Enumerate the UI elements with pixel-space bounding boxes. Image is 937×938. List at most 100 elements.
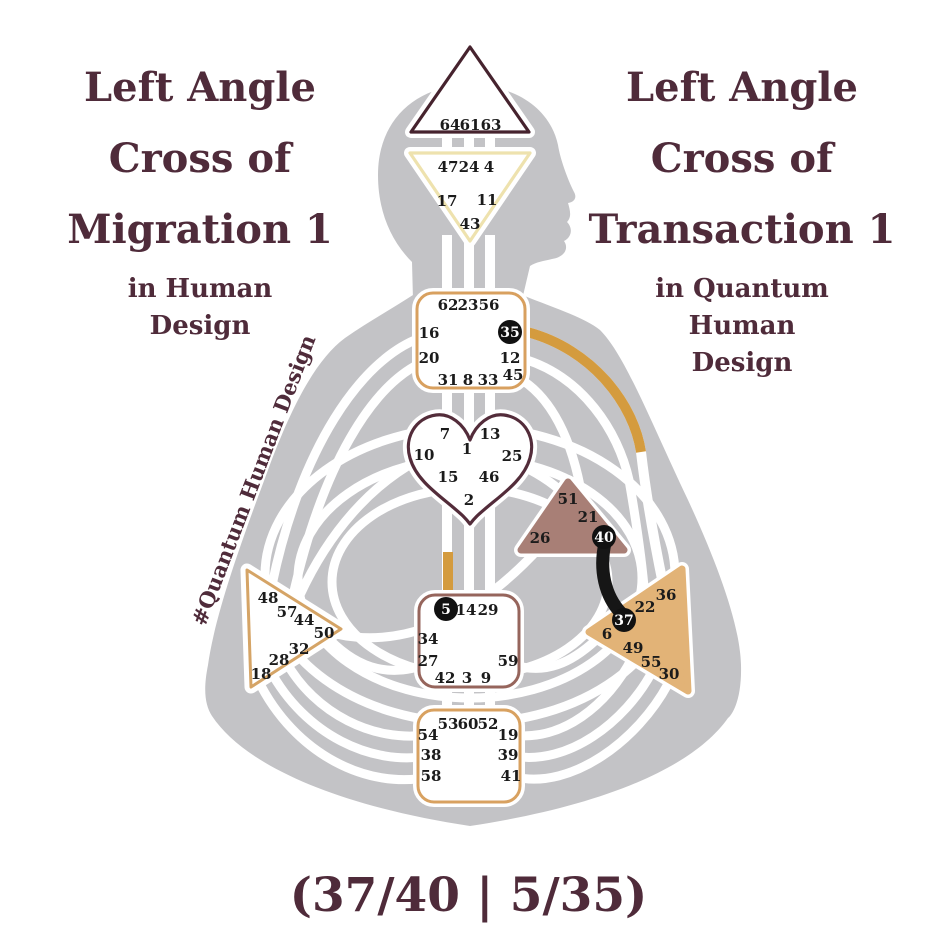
spleen-center [240, 563, 348, 694]
gate-14: 14 [456, 601, 477, 619]
activated-gate-37: 37 [612, 608, 636, 632]
g-center-shape [406, 413, 534, 526]
right-subtitle-line-2: Human [688, 311, 796, 341]
gate-20: 20 [419, 349, 440, 367]
gate-48: 48 [258, 589, 279, 607]
gate-34: 34 [418, 630, 439, 648]
gate-64: 64 [440, 116, 461, 134]
spleen-center-shape [245, 568, 343, 689]
gate-16: 16 [419, 324, 440, 342]
gate-53: 53 [438, 715, 459, 733]
gate-17: 17 [437, 192, 458, 210]
channel-10-57 [295, 456, 421, 597]
right-title-line-3: Transaction 1 [588, 206, 896, 253]
solar-plexus-center-shape [585, 565, 692, 695]
gate-22: 22 [635, 598, 656, 616]
gate-43: 43 [460, 215, 481, 233]
left-subtitle-line-1: in Human [127, 274, 273, 304]
channel-39-55 [512, 669, 656, 762]
gate-39: 39 [498, 746, 519, 764]
gate-10: 10 [414, 446, 435, 464]
gate-6: 6 [602, 625, 612, 643]
head-center [405, 41, 535, 138]
channel-38-28 [266, 667, 429, 763]
gate-18: 18 [251, 665, 272, 683]
activated-gate-40: 40 [592, 525, 616, 549]
gate-11: 11 [477, 191, 498, 209]
gate-4: 4 [484, 158, 494, 176]
gate-19: 19 [498, 726, 519, 744]
gate-40-circle [592, 525, 616, 549]
gate-27: 27 [418, 652, 439, 670]
right-title-line-1: Left Angle [626, 64, 858, 111]
gate-25: 25 [502, 447, 523, 465]
g-center [402, 409, 538, 530]
gate-49: 49 [623, 639, 644, 657]
gate-41: 41 [501, 767, 522, 785]
right-subtitle-line-3: Design [691, 348, 793, 378]
centers [240, 41, 695, 807]
gate-5-circle [434, 597, 458, 621]
gate-31: 31 [438, 371, 459, 389]
gate-44: 44 [294, 611, 315, 629]
gate-8: 8 [463, 371, 473, 389]
gate-47: 47 [438, 158, 459, 176]
gate-13: 13 [480, 425, 501, 443]
gate-63: 63 [481, 116, 502, 134]
gate-35-circle [498, 320, 522, 344]
channel-12-22 [525, 355, 650, 599]
right-title-line-2: Cross of [650, 135, 834, 182]
channel-20-57 [287, 357, 425, 601]
left-title-line-1: Left Angle [84, 64, 316, 111]
gate-28: 28 [269, 651, 290, 669]
channel-network [253, 128, 680, 785]
throat-center [412, 288, 530, 393]
left-title-block: Left Angle Cross of Migration 1 in Human… [20, 52, 380, 345]
gate-55: 55 [641, 653, 662, 671]
gate-1: 1 [462, 440, 472, 458]
gate-3: 3 [462, 669, 472, 687]
gate-54: 54 [418, 726, 439, 744]
throat-center-shape [415, 291, 527, 390]
left-title-line-2: Cross of [108, 135, 292, 182]
channel-gate-35-gold [525, 327, 646, 453]
gate-26: 26 [530, 529, 551, 547]
left-subtitle-line-2: Design [149, 311, 251, 341]
gate-12: 12 [500, 349, 521, 367]
root-center [413, 705, 525, 807]
activated-gate-35: 35 [498, 320, 522, 344]
activated-gate-5: 5 [434, 597, 458, 621]
gate-5: 5 [441, 602, 451, 618]
gate-37: 37 [614, 613, 633, 629]
gate-7: 7 [440, 425, 450, 443]
gate-33: 33 [478, 371, 499, 389]
gate-57: 57 [277, 603, 298, 621]
gate-38: 38 [421, 746, 442, 764]
gate-32: 32 [289, 640, 310, 658]
channel-16-48 [267, 333, 422, 586]
gate-35: 35 [500, 325, 519, 341]
gate-51: 51 [558, 490, 579, 508]
channel-41-30 [514, 681, 672, 784]
gate-30: 30 [659, 665, 680, 683]
gate-60: 60 [458, 715, 479, 733]
gate-62: 62 [438, 296, 459, 314]
channel-54-32 [281, 657, 427, 741]
left-subtitle: in Human Design [20, 271, 380, 345]
gate-46: 46 [479, 468, 500, 486]
gate-24: 24 [459, 158, 480, 176]
gate-15: 15 [438, 468, 459, 486]
gate-37-circle [612, 608, 636, 632]
gate-58: 58 [421, 767, 442, 785]
right-subtitle: in Quantum Human Design [562, 271, 922, 382]
cross-gates-label: (37/40 | 5/35) [289, 868, 648, 923]
gate-29: 29 [478, 601, 499, 619]
gate-52: 52 [478, 715, 499, 733]
left-title-line-3: Migration 1 [67, 206, 333, 253]
channel-58-18 [253, 678, 431, 785]
gate-59: 59 [498, 652, 519, 670]
solar-plexus-center [582, 562, 695, 698]
channel-19-49 [511, 655, 637, 741]
gate-42: 42 [435, 669, 456, 687]
